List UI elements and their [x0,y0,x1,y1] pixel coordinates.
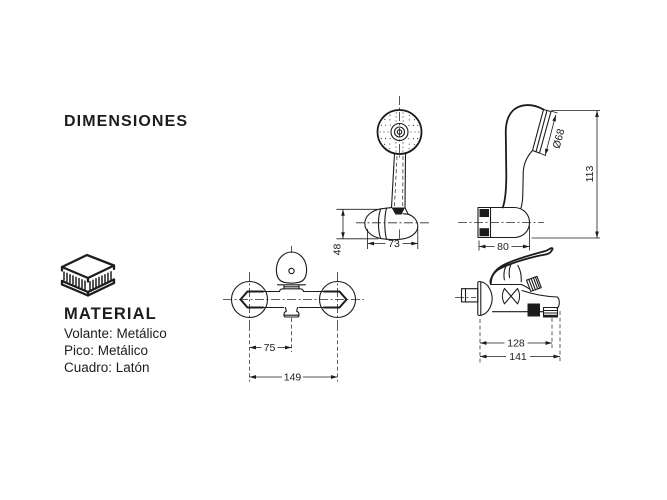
material-pico: Pico: Metálico [64,343,149,358]
handle-dome [275,251,308,284]
dim-head-diameter: Ø68 [551,127,568,149]
material-title: MATERIAL [64,305,157,323]
shower-handle-side-outer [501,104,545,209]
left-hex-nut [239,290,264,309]
dim-total-depth: 141 [509,351,527,363]
dim-total-width: 149 [284,372,302,384]
spout-front [283,306,300,318]
dim-total-height: 113 [584,165,596,182]
wall-nipple [460,288,479,303]
body-cross-section [501,287,521,305]
dim-bracket-width: 73 [388,238,400,250]
mixer-body [262,290,325,309]
shower-head-front [376,109,423,155]
right-flange [318,280,357,319]
spray-dots-ring-2 [383,115,416,149]
handle-screw [288,267,295,275]
material-cuadro: Cuadro: Latón [64,360,150,375]
mixer-side-view: 128 141 [455,247,561,363]
handle-collar [276,284,307,290]
shower-handle-front [390,152,407,209]
hand-shower-side-view: 80 113 Ø68 [458,104,600,253]
dim-center-offset: 75 [264,342,276,354]
shower-handle-side-inner [520,149,534,210]
material-volante: Volante: Metálico [64,326,167,341]
right-hex-nut [323,290,348,309]
shower-nozzle [391,207,405,215]
mixer-front-view: 75 149 [223,246,364,384]
dimensions-title: DIMENSIONES [64,113,189,130]
wall-flange-side [477,280,493,317]
body-underside-detail [527,303,540,317]
spray-dots-ring-3 [379,112,420,152]
hand-shower-front-view: 48 73 [331,96,429,255]
wall-bracket-front [364,207,419,241]
cartridge-housing [278,288,305,293]
dim-bracket-depth: 80 [497,241,509,253]
technical-drawing: 48 73 80 113 [223,96,600,384]
left-flange [230,280,269,319]
dim-reach: 128 [507,338,525,350]
mixer-lever [489,247,554,285]
layered-panel-icon [60,253,116,297]
dim-bracket-height: 48 [331,244,343,256]
spray-dots-ring-1 [387,119,412,145]
